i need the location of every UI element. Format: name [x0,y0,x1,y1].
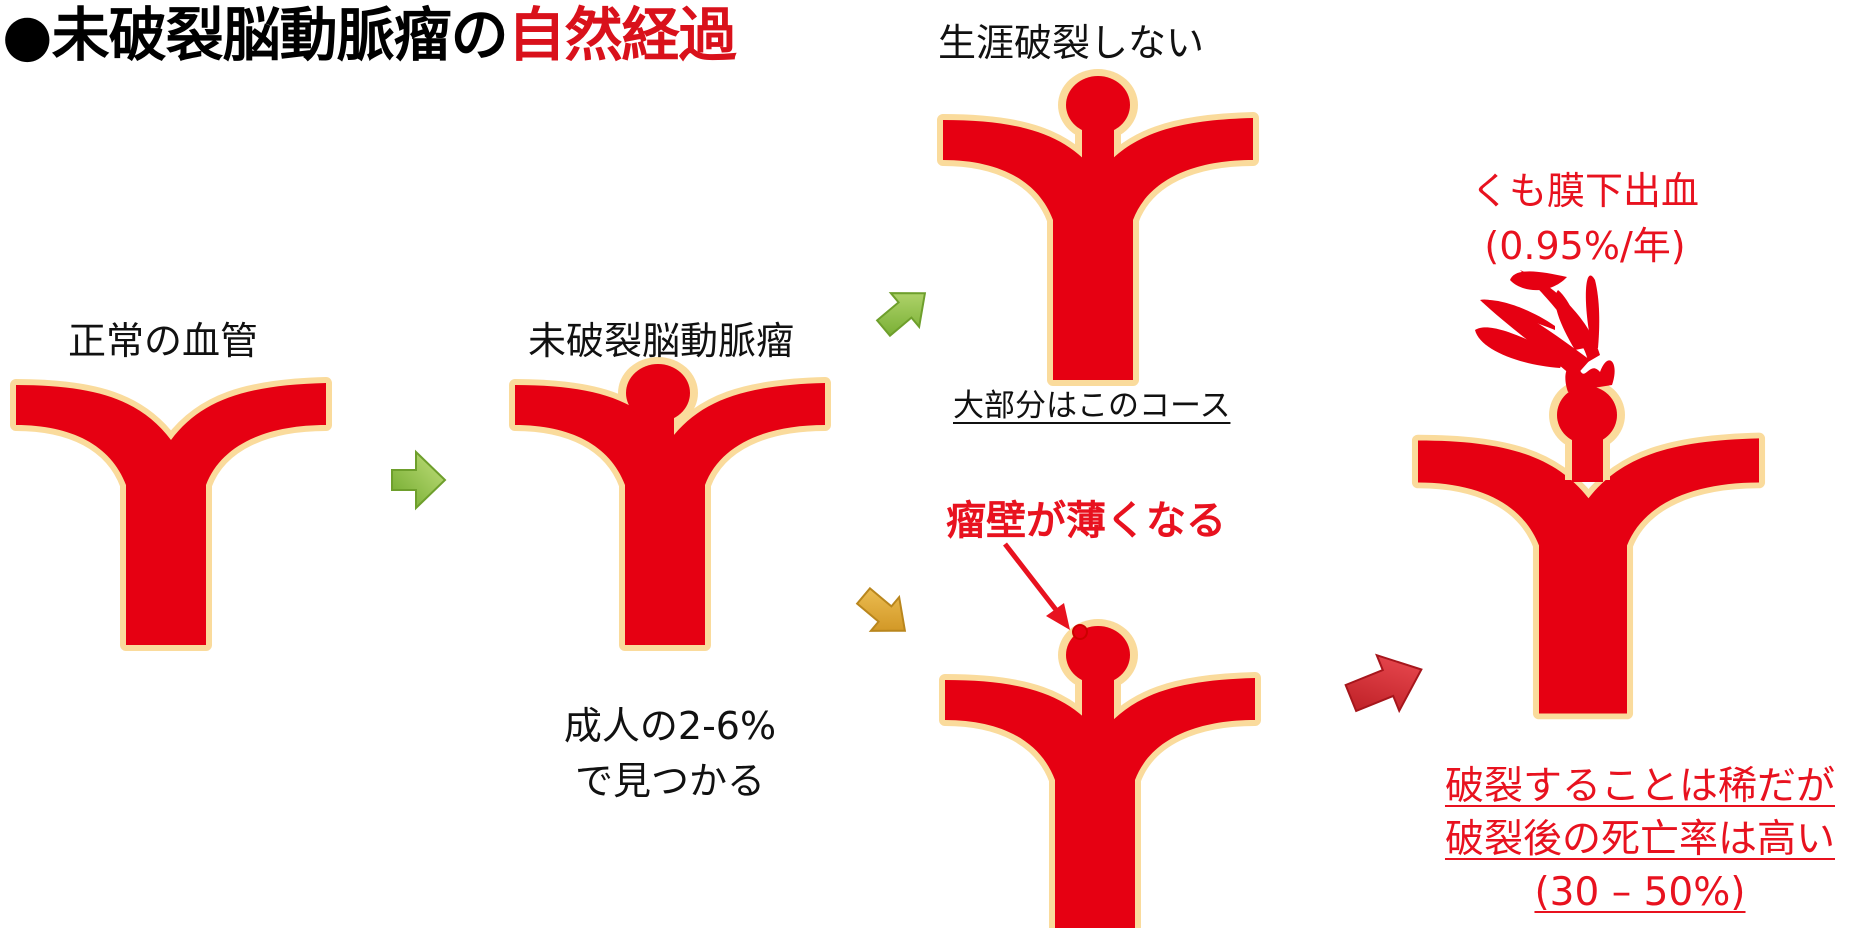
sah-line-2: (0.95%/年) [1484,224,1686,268]
thinning-aneurysm-illustration [945,619,1255,928]
page-title: ●未破裂脳動脈瘤の自然経過 [2,0,737,72]
label-prevalence: 成人の2-6% で見つかる [515,695,825,805]
label-sah: くも膜下出血 (0.95%/年) [1440,160,1730,270]
label-wall-thinning: 瘤壁が薄くなる [946,498,1226,544]
label-unruptured-aneurysm: 未破裂脳動脈瘤 [528,319,795,363]
outcome-line-1: 破裂することは稀だが [1444,764,1835,809]
stable-aneurysm-illustration [943,69,1253,380]
title-prefix: ●未破裂脳動脈瘤の [2,1,509,69]
label-outcome: 破裂することは稀だが 破裂後の死亡率は高い (30 – 50%) [1420,760,1860,919]
normal-vessel-illustration [16,383,326,645]
label-most-cases: 大部分はこのコース [953,388,1231,424]
label-never-rupture: 生涯破裂しない [938,21,1205,65]
sah-line-1: くも膜下出血 [1470,169,1699,213]
prevalence-line-1: 成人の2-6% [563,704,777,748]
title-accent: 自然経過 [507,1,737,69]
aneurysm-vessel-illustration [515,357,825,645]
pointer-arrow-icon [1003,542,1070,630]
arrow-right-icon [391,449,447,511]
arrow-rupture-icon [1344,653,1423,714]
outcome-line-3: (30 – 50%) [1534,870,1746,915]
arrow-up-right-icon [875,292,927,338]
label-normal-vessel: 正常の血管 [68,319,259,363]
ruptured-aneurysm-illustration [1418,270,1759,714]
arrow-down-right-icon [855,586,907,632]
prevalence-line-2: で見つかる [574,759,765,803]
outcome-line-2: 破裂後の死亡率は高い [1444,817,1835,862]
